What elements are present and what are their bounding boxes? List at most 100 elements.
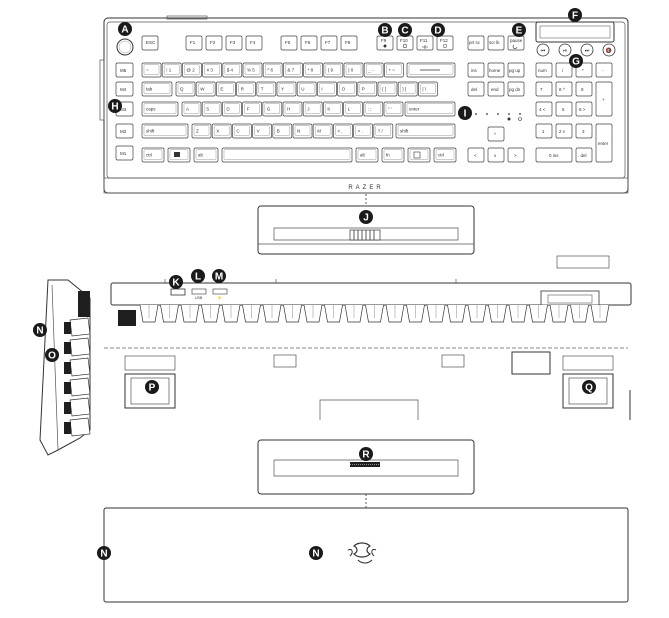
- key-space[interactable]: [221, 147, 353, 163]
- key-num-row-1[interactable]: [161, 62, 182, 78]
- key-numpad-4[interactable]: [535, 101, 553, 117]
- key-asdf-3[interactable]: [242, 101, 262, 117]
- key-numpad-slash[interactable]: [555, 62, 573, 78]
- key-scrlk[interactable]: [487, 35, 505, 51]
- key-numpad-minus[interactable]: [595, 62, 613, 78]
- key-prtsc[interactable]: [467, 35, 485, 51]
- key-zxcv-4[interactable]: [272, 123, 293, 139]
- key-qwerty-9[interactable]: [357, 81, 378, 97]
- key-qwerty-0[interactable]: [175, 81, 196, 97]
- key-num-row-7[interactable]: [283, 62, 303, 78]
- key-asdf-10[interactable]: [383, 101, 404, 117]
- key-numpad-2[interactable]: [555, 123, 573, 139]
- key-f12[interactable]: [436, 35, 454, 51]
- key-qwerty-6[interactable]: [296, 81, 317, 97]
- key-f3[interactable]: [225, 35, 243, 51]
- key-qwerty-11[interactable]: [397, 81, 418, 97]
- key-numpad-plus[interactable]: [595, 81, 613, 117]
- key-num-row-4[interactable]: [222, 62, 243, 78]
- key-numpad-5[interactable]: [555, 101, 573, 117]
- previous-track-button[interactable]: [536, 43, 550, 57]
- key-f4[interactable]: [245, 35, 263, 51]
- key-pgup[interactable]: [507, 62, 525, 78]
- key-numpad-9[interactable]: [575, 81, 593, 97]
- key-ctrl-left[interactable]: [141, 147, 165, 163]
- key-asdf-7[interactable]: [323, 101, 343, 117]
- key-num-row-12[interactable]: [384, 62, 404, 78]
- key-num[interactable]: [535, 62, 553, 78]
- key-num-row-6[interactable]: [262, 62, 283, 78]
- key-qwerty-4[interactable]: [256, 81, 277, 97]
- key-qwerty-7[interactable]: [317, 81, 337, 97]
- usb-passthrough-port[interactable]: [170, 288, 186, 296]
- volume-wheel-detail[interactable]: [349, 229, 381, 241]
- key-num-row-0[interactable]: [141, 62, 162, 78]
- key-zxcv-7[interactable]: [333, 123, 353, 139]
- key-qwerty-12[interactable]: [418, 81, 438, 97]
- key-pgdn[interactable]: [507, 81, 525, 97]
- key-qwerty-1[interactable]: [195, 81, 216, 97]
- key-f1[interactable]: [185, 35, 203, 51]
- key-numpad-6[interactable]: [575, 101, 593, 117]
- key-numpad-7[interactable]: [535, 81, 553, 97]
- key-num-row-9[interactable]: [323, 62, 344, 78]
- key-numpad-enter[interactable]: [595, 123, 613, 163]
- key-m4[interactable]: [115, 81, 134, 97]
- key-numpad-3[interactable]: [575, 123, 593, 139]
- key-tab[interactable]: [141, 81, 173, 97]
- key-f2[interactable]: [205, 35, 223, 51]
- key-alt-left[interactable]: [193, 147, 219, 163]
- key-arrow-down[interactable]: [487, 147, 505, 163]
- key-num-row-3[interactable]: [202, 62, 222, 78]
- key-asdf-5[interactable]: [282, 101, 303, 117]
- key-asdf-4[interactable]: [262, 101, 283, 117]
- key-numpad-8[interactable]: [555, 81, 573, 97]
- key-asdf-0[interactable]: [181, 101, 202, 117]
- key-m5[interactable]: [115, 62, 134, 78]
- key-numpad-del[interactable]: [575, 147, 593, 163]
- key-arrow-left[interactable]: [467, 147, 485, 163]
- key-caps[interactable]: [141, 101, 179, 117]
- key-asdf-8[interactable]: [343, 101, 363, 117]
- key-ctrl-right[interactable]: [433, 147, 457, 163]
- key-fn[interactable]: [381, 147, 405, 163]
- key-m2[interactable]: [115, 123, 134, 139]
- key-qwerty-2[interactable]: [216, 81, 236, 97]
- mute-button[interactable]: [602, 43, 616, 57]
- key-numpad-0[interactable]: [535, 147, 573, 163]
- key-asdf-6[interactable]: [302, 101, 323, 117]
- key-numpad-1[interactable]: [535, 123, 553, 139]
- key-f8[interactable]: [340, 35, 358, 51]
- key-enter[interactable]: [404, 101, 456, 117]
- key-f5[interactable]: [280, 35, 298, 51]
- key-esc[interactable]: [141, 35, 159, 51]
- key-num-row-10[interactable]: [343, 62, 364, 78]
- key-f11[interactable]: [416, 35, 434, 51]
- multi-function-digital-dial[interactable]: [116, 38, 134, 56]
- key-ins[interactable]: [467, 62, 485, 78]
- key-zxcv-6[interactable]: [312, 123, 333, 139]
- key-qwerty-8[interactable]: [337, 81, 357, 97]
- key-end[interactable]: [487, 81, 505, 97]
- next-track-button[interactable]: [580, 43, 594, 57]
- key-zxcv-0[interactable]: [191, 123, 212, 139]
- key-zxcv-3[interactable]: [252, 123, 272, 139]
- key-m1[interactable]: [115, 145, 134, 161]
- key-asdf-9[interactable]: [363, 101, 384, 117]
- key-zxcv-2[interactable]: [232, 123, 252, 139]
- key-qwerty-10[interactable]: [377, 81, 398, 97]
- key-num-row-2[interactable]: [182, 62, 202, 78]
- key-qwerty-5[interactable]: [276, 81, 297, 97]
- key-arrow-right[interactable]: [507, 147, 525, 163]
- key-shift-right[interactable]: [395, 123, 456, 139]
- key-f7[interactable]: [320, 35, 338, 51]
- key-zxcv-8[interactable]: [353, 123, 373, 139]
- key-del[interactable]: [467, 81, 485, 97]
- key-zxcv-1[interactable]: [211, 123, 232, 139]
- key-home[interactable]: [487, 62, 505, 78]
- key-alt-right[interactable]: [355, 147, 379, 163]
- key-shift-left[interactable]: [141, 123, 189, 139]
- key-f6[interactable]: [300, 35, 318, 51]
- key-num-row-8[interactable]: [303, 62, 323, 78]
- key-arrow-up[interactable]: [487, 126, 505, 142]
